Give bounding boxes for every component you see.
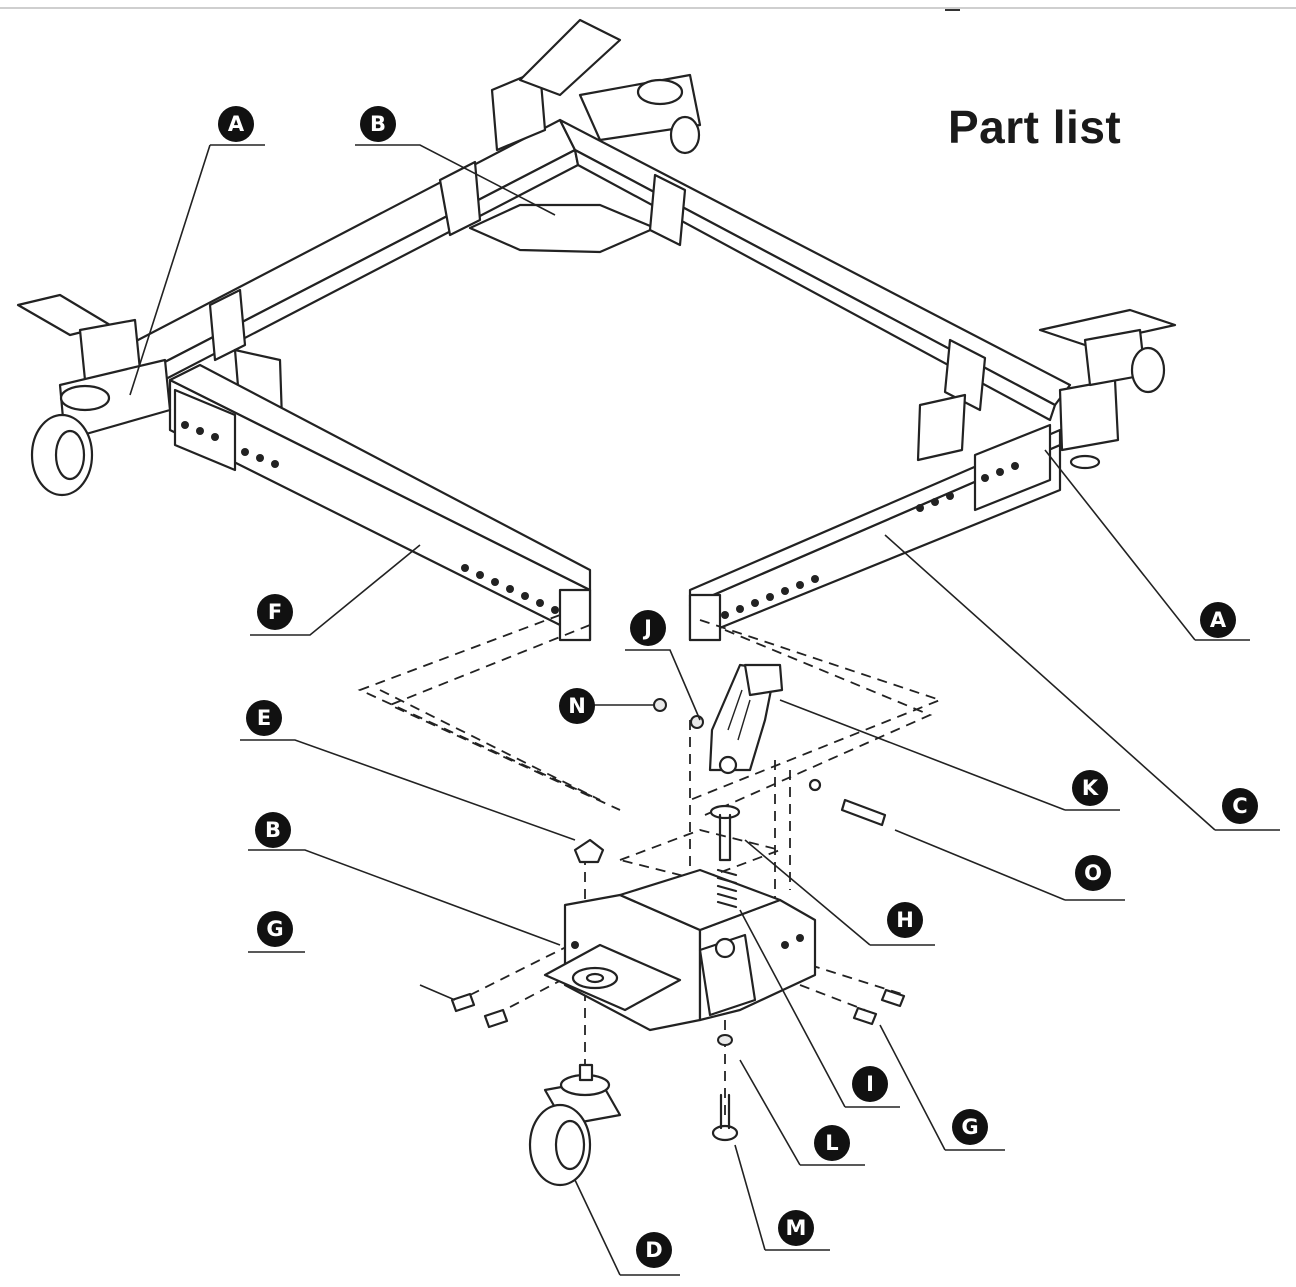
callout-G-right: G — [952, 1109, 988, 1145]
callout-letter: L — [825, 1131, 838, 1155]
callout-D: D — [636, 1232, 672, 1268]
center-plate-top — [468, 203, 657, 254]
bracket-right — [916, 393, 967, 462]
screw-g3 — [852, 1006, 878, 1026]
callout-letter: E — [257, 706, 271, 730]
callout-K: K — [1072, 770, 1108, 806]
lever-assembly — [708, 663, 784, 775]
callout-G-left: G — [257, 911, 293, 947]
nut-e — [573, 838, 605, 864]
callout-letter: C — [1232, 794, 1247, 818]
rail-back-right-side — [573, 148, 1057, 422]
corner-block-top — [618, 868, 782, 932]
rail-front-right-end — [688, 593, 722, 642]
callout-letter: H — [896, 908, 914, 932]
callout-letter: B — [265, 818, 281, 842]
corner-right — [1058, 378, 1120, 452]
callout-letter: O — [1084, 861, 1102, 885]
callout-letter: D — [645, 1238, 662, 1262]
screw-g2 — [483, 1008, 509, 1029]
callout-O: O — [1075, 855, 1111, 891]
small-parts — [450, 698, 906, 1187]
sleeve-left — [208, 288, 247, 362]
stem-h — [718, 813, 732, 862]
callout-B-top: B — [360, 106, 396, 142]
callout-letter: J — [642, 616, 652, 640]
callout-L: L — [814, 1125, 850, 1161]
sleeve-right — [943, 338, 987, 412]
callout-letter: A — [228, 112, 245, 136]
callout-A-left: A — [218, 106, 254, 142]
callout-letter: A — [1210, 608, 1227, 632]
lever-right — [1038, 308, 1177, 347]
washer-j — [690, 715, 704, 729]
foot-right — [1069, 454, 1101, 470]
callout-letter: N — [568, 694, 586, 718]
callout-F: F — [257, 594, 293, 630]
sleeve-front-left — [173, 388, 237, 472]
base-frame — [16, 18, 1177, 642]
callout-letter: F — [268, 600, 282, 624]
callout-J: J — [630, 610, 666, 646]
nut-n — [653, 698, 667, 712]
assembly-guides — [357, 614, 943, 1120]
foot-m — [711, 1124, 739, 1142]
callout-I: I — [852, 1066, 888, 1102]
callout-C: C — [1222, 788, 1258, 824]
rail-back-right — [558, 118, 1072, 407]
callout-B-bottom: B — [255, 812, 291, 848]
rail-front-left-end — [558, 588, 592, 642]
page-title: Part list — [948, 101, 1122, 153]
sleeve-back-right — [648, 173, 687, 247]
callout-M: M — [778, 1210, 814, 1246]
callout-letter: I — [866, 1072, 874, 1096]
bolt-o — [840, 798, 887, 827]
callout-letter: G — [266, 917, 283, 941]
callout-letter: M — [786, 1216, 807, 1240]
rail-front-left-top — [168, 363, 592, 592]
callout-letter: K — [1082, 776, 1099, 800]
callout-E: E — [246, 700, 282, 736]
screw-g1 — [450, 992, 476, 1013]
spring-i — [716, 868, 738, 909]
leader-lines — [129, 144, 1280, 1276]
callout-H: H — [887, 902, 923, 938]
washer-l — [717, 1034, 733, 1046]
callout-A-right: A — [1200, 602, 1236, 638]
exploded-corner — [543, 868, 817, 1032]
caster-wheel-back — [669, 115, 701, 155]
callout-letter: B — [370, 112, 386, 136]
callout-letter: G — [961, 1115, 978, 1139]
callout-N: N — [559, 688, 595, 724]
caster-wheel-right — [1130, 346, 1166, 394]
lever-back — [518, 18, 622, 97]
rail-back-left — [113, 118, 577, 382]
stem-h-head — [709, 804, 741, 820]
screw-g4 — [880, 988, 906, 1008]
